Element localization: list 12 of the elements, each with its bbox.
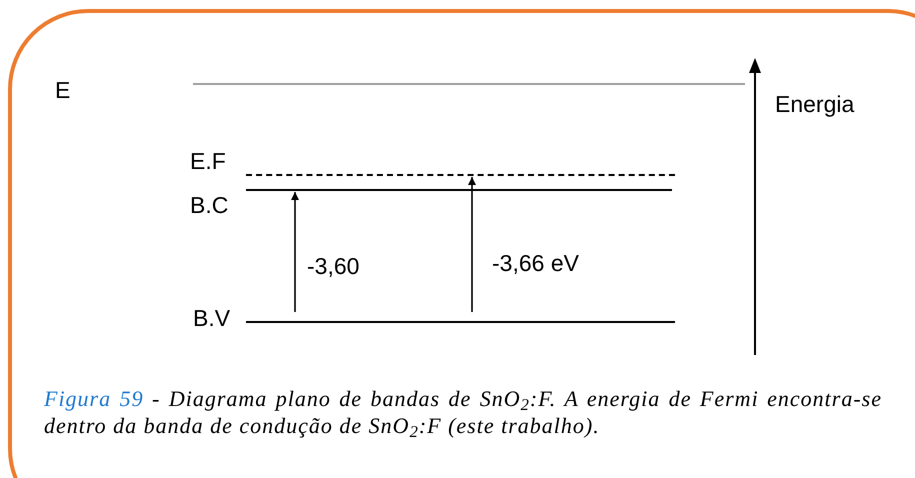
arrow bbox=[468, 177, 476, 312]
level-label: B.C bbox=[190, 192, 228, 218]
level-label: E bbox=[55, 76, 70, 104]
level-label: E.F bbox=[190, 148, 226, 174]
level-line bbox=[246, 174, 675, 176]
figure-caption: Figura 59 - Diagrama plano de bandas de SnO$_{2}$:F. A energia de Fermi encontra-se dentro da banda de condução de SnO$_{2}$:F (este trabalho). bbox=[44, 385, 882, 439]
axis-label: Energia bbox=[775, 90, 854, 118]
level-line bbox=[193, 83, 745, 85]
level-line bbox=[246, 189, 672, 191]
arrow bbox=[291, 192, 299, 312]
level-label: B.V bbox=[193, 305, 230, 331]
level-line bbox=[246, 321, 675, 323]
